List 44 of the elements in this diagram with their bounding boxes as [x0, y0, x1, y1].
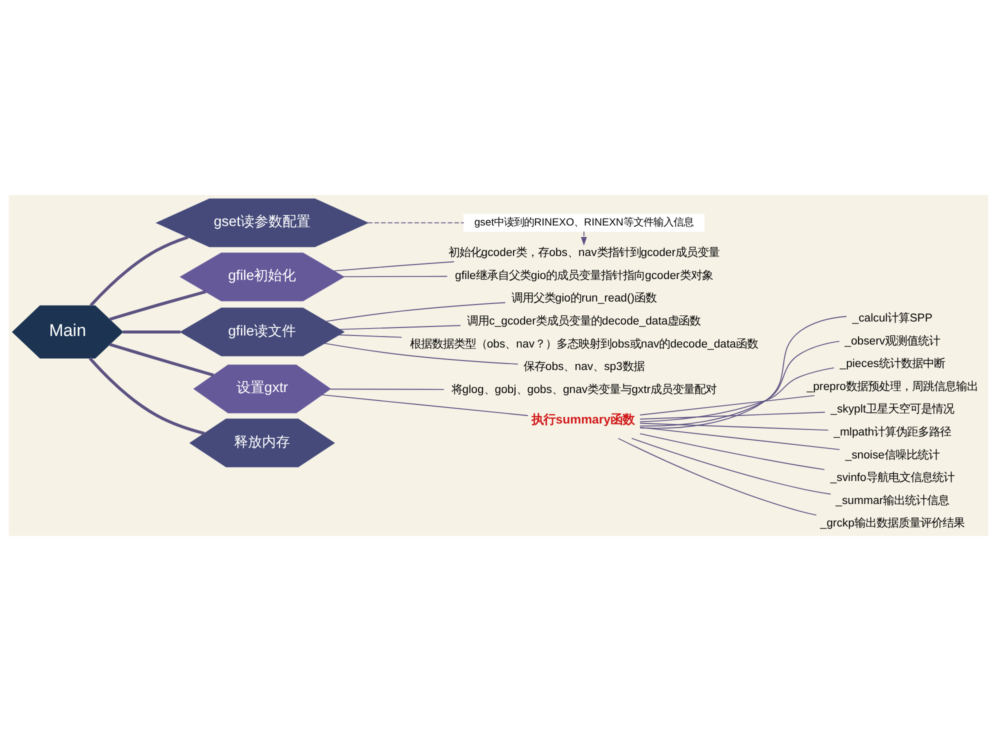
node-text: _snoise信噪比统计 [845, 448, 940, 461]
connector [325, 302, 506, 322]
node-text: gfile继承自父类gio的成员变量指针指向gcoder类对象 [455, 269, 713, 282]
connector [640, 426, 840, 450]
arrow [580, 230, 587, 246]
node-text: _skyplt卫星天空可是情况 [830, 403, 954, 416]
node-text: 调用父类gio的run_read()函数 [511, 292, 657, 304]
connector [122, 330, 180, 333]
connector [367, 222, 464, 223]
connector [640, 394, 815, 415]
connector [640, 315, 847, 428]
connector [324, 342, 518, 364]
node-text: 初始化gcoder类，存obs、nav类指针到gcoder成员变量 [448, 246, 720, 259]
node-text: _observ观测值统计 [844, 334, 940, 347]
connector [631, 437, 832, 494]
connector [109, 342, 214, 376]
connector [90, 235, 189, 306]
node-text: _pieces统计数据中断 [840, 358, 945, 370]
connector [640, 432, 825, 470]
connector [640, 340, 840, 426]
node-text: _prepro数据预处理，周跳信息输出 [806, 380, 978, 392]
node-text: 执行summary函数 [532, 412, 635, 426]
connector [330, 388, 444, 390]
node-text: 调用c_gcoder类成员变量的decode_data虚函数 [467, 314, 701, 327]
node-text: 根据数据类型（obs、nav？）多态映射到obs或nav的decode_data函数 [410, 338, 758, 350]
node-text: _mlpath计算伪距多路径 [834, 426, 952, 438]
node-text: _summar输出统计信息 [836, 494, 950, 506]
node-text: _svinfo导航电文信息统计 [830, 472, 954, 484]
connector [640, 422, 829, 430]
connector [321, 394, 528, 416]
connector [618, 437, 817, 516]
connector [109, 290, 206, 320]
connector [339, 324, 461, 330]
node-text: 将glog、gobj、gobs、gnav类变量与gxtr成员变量配对 [451, 383, 717, 396]
node-text: _grckp输出数据质量评价结果 [820, 517, 964, 530]
connector [338, 334, 402, 338]
node-text: _calcul计算SPP [852, 312, 932, 324]
connector [640, 411, 826, 420]
connector [342, 275, 448, 277]
connector [333, 260, 454, 271]
connector [88, 356, 205, 434]
connector [640, 366, 834, 422]
node-text: 保存obs、nav、sp3数据 [523, 360, 644, 373]
node-box: gset中读到的RINEXO、RINEXN等文件输入信息 [463, 213, 704, 232]
